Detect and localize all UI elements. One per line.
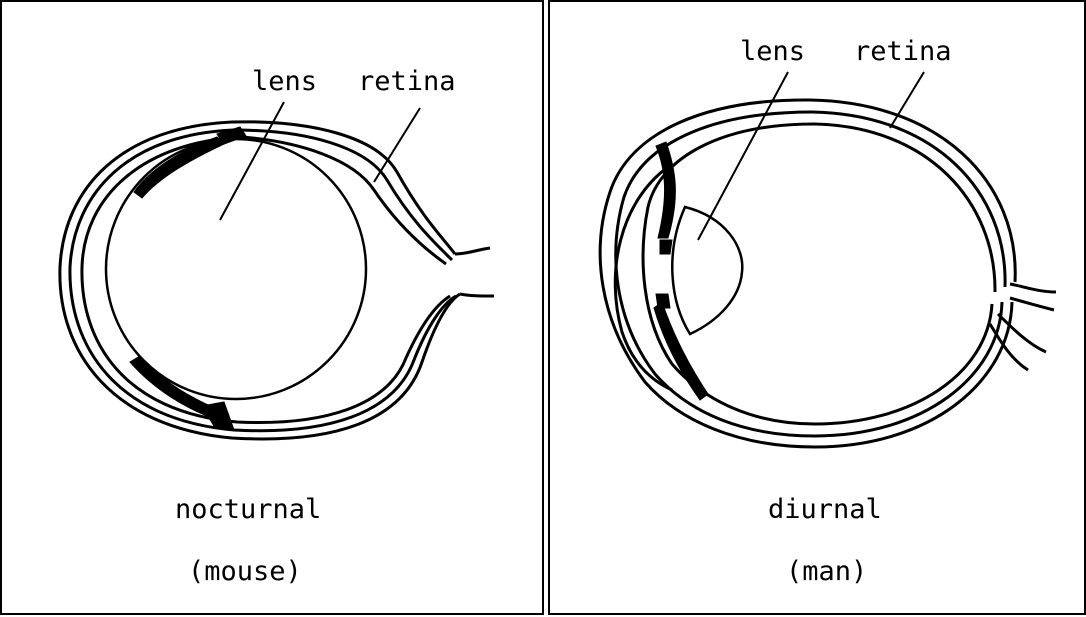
iris-upper-band <box>134 137 224 198</box>
iris-upper-band <box>656 142 675 238</box>
retina-label: retina <box>358 68 456 95</box>
lens-label: lens <box>740 38 805 65</box>
panel-subcaption: (mouse) <box>188 558 302 585</box>
optic-nerve-top <box>455 248 490 254</box>
optic-nerve-top <box>1010 284 1056 292</box>
lens-label: lens <box>252 68 317 95</box>
eye-retina-layer <box>82 137 450 423</box>
ciliary-lower <box>656 294 670 308</box>
panel-caption: diurnal <box>768 496 882 523</box>
lens-leader-line <box>698 72 788 240</box>
eye-middle-coat <box>616 112 1005 436</box>
nocturnal-eye-panel: lens retina nocturnal (mouse) <box>0 0 544 615</box>
lens-shape <box>106 139 366 399</box>
optic-nerve-mid <box>1010 298 1054 310</box>
ciliary-upper <box>660 240 672 254</box>
optic-nerve-bottom <box>460 294 494 296</box>
lens-leader-line <box>220 102 284 220</box>
panel-caption: nocturnal <box>175 496 321 523</box>
eye-outer-coat <box>60 122 460 439</box>
panel-subcaption: (man) <box>786 558 867 585</box>
diurnal-eye-panel: lens retina diurnal (man) <box>548 0 1086 615</box>
retina-label: retina <box>854 38 952 65</box>
lens-shape <box>672 207 742 334</box>
